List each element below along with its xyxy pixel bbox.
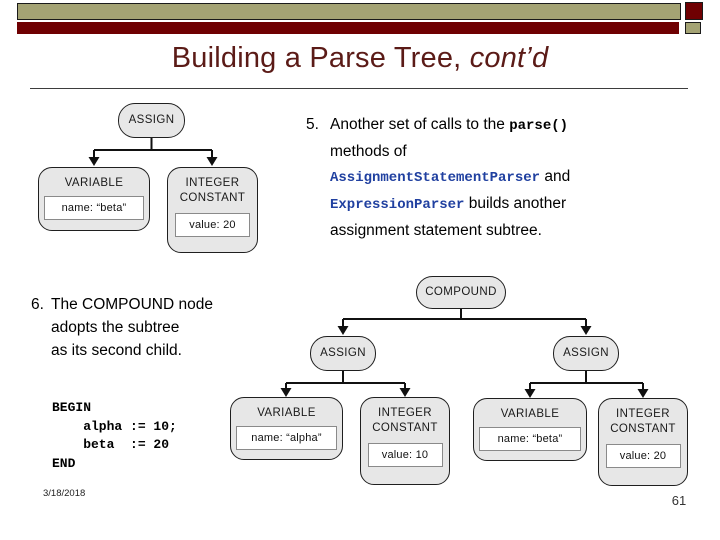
header-square-red bbox=[685, 2, 703, 20]
tree2-integer-constant-right-attr: value: 20 bbox=[605, 444, 681, 469]
tree2-assign-right-node: ASSIGN bbox=[553, 336, 619, 371]
page-title-main: Building a Parse Tree, bbox=[171, 42, 470, 74]
tree2-assign-right-label: ASSIGN bbox=[563, 346, 609, 359]
tree1-assign-label: ASSIGN bbox=[128, 113, 175, 126]
tree2-variable-left-label: VARIABLE bbox=[257, 407, 316, 419]
tree1-variable-label: VARIABLE bbox=[64, 177, 124, 189]
tree1-integer-constant-node: INTEGER CONSTANT value: 20 bbox=[167, 167, 258, 253]
tree2-integer-constant-left-label: INTEGER CONSTANT bbox=[372, 407, 438, 435]
tree2-variable-right-attr: name: “beta” bbox=[479, 427, 581, 452]
footer-date: 3/18/2018 bbox=[43, 488, 86, 499]
tree1-variable-attr: name: “beta” bbox=[44, 196, 144, 221]
tree1-integer-constant-label: INTEGER CONSTANT bbox=[179, 177, 246, 205]
item5-text: Another set of calls to the parse()metho… bbox=[330, 116, 571, 239]
tree2-integer-constant-right-node: INTEGER CONSTANT value: 20 bbox=[598, 398, 688, 486]
tree2-integer-constant-left-node: INTEGER CONSTANT value: 10 bbox=[360, 397, 450, 485]
header-square-tan bbox=[685, 22, 701, 34]
code-block: BEGIN alpha := 10; beta := 20 END bbox=[52, 400, 177, 471]
tree2-variable-right-label: VARIABLE bbox=[500, 408, 560, 420]
tree2-integer-constant-right-label: INTEGER CONSTANT bbox=[610, 408, 676, 436]
tree2-variable-right-node: VARIABLE name: “beta” bbox=[473, 398, 587, 461]
header-bar-tan bbox=[17, 3, 681, 20]
page-number: 61 bbox=[671, 493, 687, 508]
title-divider bbox=[30, 88, 688, 89]
header-bar-maroon bbox=[17, 22, 679, 34]
tree2-compound-label: COMPOUND bbox=[425, 285, 497, 298]
item5-number: 5. bbox=[306, 116, 319, 133]
page-title: Building a Parse Tree, cont’d bbox=[0, 42, 720, 75]
item6-number: 6. bbox=[31, 296, 44, 313]
tree2-assign-left-node: ASSIGN bbox=[310, 336, 376, 371]
bullet-item-5: 5. Another set of calls to the parse()me… bbox=[306, 112, 698, 243]
tree2-compound-node: COMPOUND bbox=[416, 276, 506, 309]
tree2-integer-constant-left-attr: value: 10 bbox=[367, 443, 443, 468]
tree2-assign-left-label: ASSIGN bbox=[320, 346, 366, 359]
tree1-variable-node: VARIABLE name: “beta” bbox=[38, 167, 150, 231]
page-title-suffix: cont’d bbox=[469, 42, 549, 74]
tree2-variable-left-node: VARIABLE name: “alpha” bbox=[230, 397, 343, 460]
tree2-variable-left-attr: name: “alpha” bbox=[236, 426, 337, 451]
tree1-integer-constant-attr: value: 20 bbox=[175, 213, 250, 238]
tree1-assign-node: ASSIGN bbox=[118, 103, 185, 138]
